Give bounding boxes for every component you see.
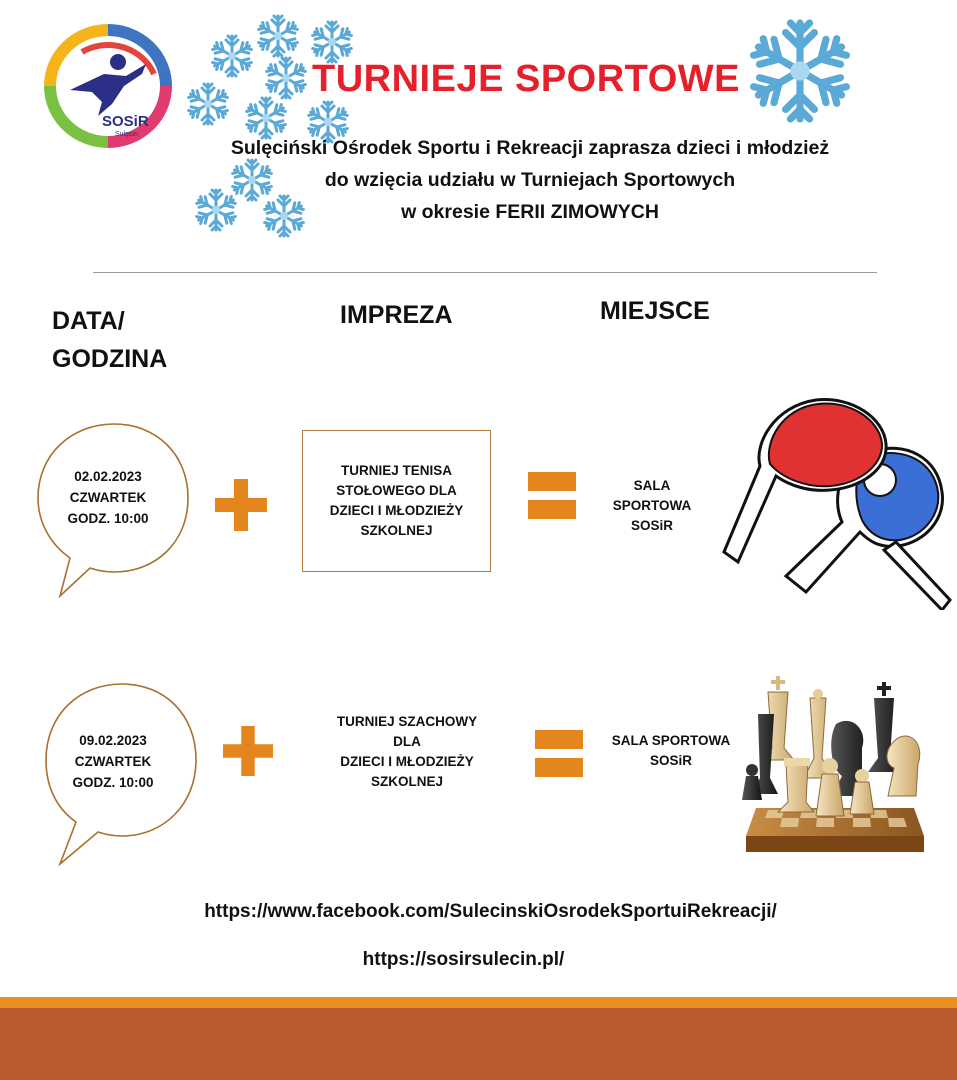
ping-pong-paddles-icon bbox=[722, 398, 952, 610]
footer-accent-bar bbox=[0, 997, 957, 1008]
equals-icon-bottom bbox=[528, 500, 576, 519]
column-header-place: MIEJSCE bbox=[600, 297, 710, 325]
plus-icon bbox=[215, 479, 267, 531]
plus-icon bbox=[223, 726, 273, 776]
footer-bar bbox=[0, 1008, 957, 1080]
svg-text:SOSiR: SOSiR bbox=[102, 113, 149, 130]
facebook-link[interactable]: https://www.facebook.com/SulecinskiOsrod… bbox=[204, 901, 777, 922]
event-2-place: SALA SPORTOWA SOSiR bbox=[611, 733, 731, 768]
website-link[interactable]: https://sosirsulecin.pl/ bbox=[362, 949, 565, 970]
event-1-box: TURNIEJ TENISA STOŁOWEGO DLA DZIECI I MŁ… bbox=[302, 430, 491, 572]
column-header-event: IMPREZA bbox=[340, 301, 453, 329]
snowflake-icon bbox=[745, 16, 855, 126]
intro-line-1: Sulęciński Ośrodek Sportu i Rekreacji za… bbox=[230, 137, 830, 159]
event-1-place: SALA SPORTOWA SOSiR bbox=[612, 478, 692, 533]
column-header-date: DATA/ GODZINA bbox=[52, 307, 168, 373]
event-2-datetime: 09.02.2023 CZWARTEK GODZ. 10:00 bbox=[72, 733, 154, 790]
page-title: TURNIEJE SPORTOWE bbox=[312, 58, 740, 100]
equals-icon-bottom bbox=[535, 758, 583, 777]
divider bbox=[93, 272, 877, 273]
svg-text:Sulęcin: Sulęcin bbox=[115, 131, 138, 138]
sosir-logo: SOSiR Sulęcin bbox=[42, 24, 174, 150]
speech-bubble bbox=[37, 423, 189, 599]
intro-line-2: do wzięcia udziału w Turniejach Sportowy… bbox=[324, 169, 736, 191]
chess-pieces-icon bbox=[742, 676, 924, 852]
event-1-datetime: 02.02.2023 CZWARTEK GODZ. 10:00 bbox=[67, 469, 149, 526]
intro-line-3: w okresie FERII ZIMOWYCH bbox=[401, 201, 659, 223]
event-2-description: TURNIEJ SZACHOWY DLA DZIECI I MŁODZIEŻY … bbox=[336, 714, 478, 789]
equals-icon-top bbox=[535, 730, 583, 749]
speech-bubble bbox=[45, 683, 197, 867]
equals-icon-top bbox=[528, 472, 576, 491]
intro-text: Sulęciński Ośrodek Sportu i Rekreacji za… bbox=[150, 132, 910, 228]
